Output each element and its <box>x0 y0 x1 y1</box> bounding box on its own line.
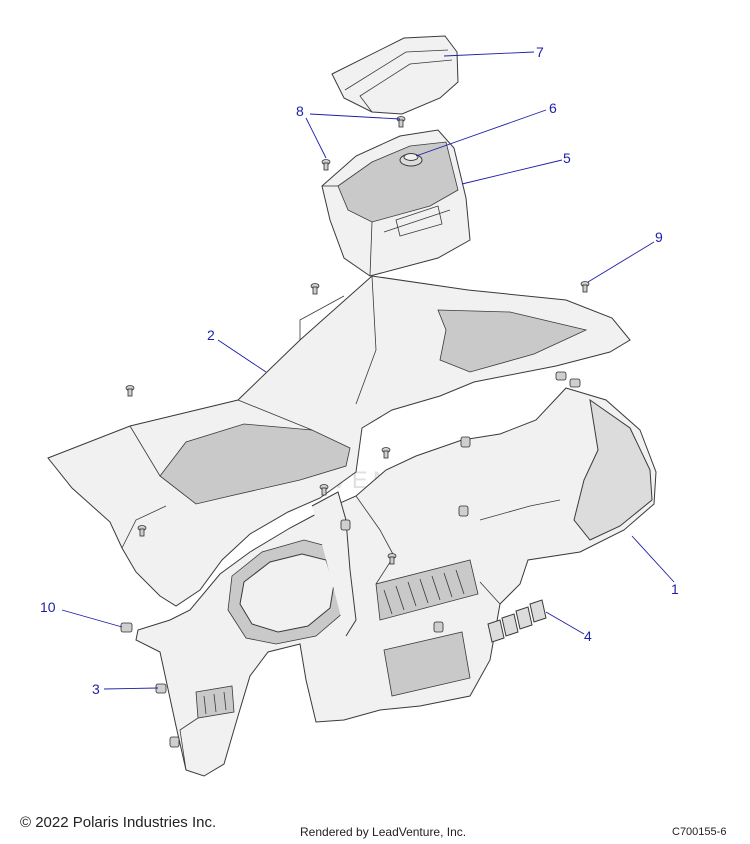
callout-10: 10 <box>40 599 56 615</box>
callouts: 1 2 3 4 5 6 7 8 9 10 <box>40 44 679 697</box>
callout-5: 5 <box>563 150 571 166</box>
part-4-vent-inserts <box>487 599 547 643</box>
callout-9: 9 <box>655 229 663 245</box>
callout-2: 2 <box>207 327 215 343</box>
screw-8b <box>321 159 331 171</box>
screw-c <box>381 447 391 459</box>
screw-e <box>137 525 147 537</box>
clip-10 <box>120 622 133 633</box>
clip-g <box>169 736 180 748</box>
screw-9 <box>580 281 590 293</box>
clip-e <box>340 519 351 531</box>
fasteners <box>120 116 590 748</box>
clip-d <box>458 505 469 517</box>
callout-4: 4 <box>584 628 592 644</box>
part-6-grommet <box>399 153 423 167</box>
clip-c <box>460 436 471 448</box>
part-5-storage-bin <box>321 129 471 277</box>
clip-3 <box>155 683 167 694</box>
clip-b <box>569 378 581 388</box>
callout-1: 1 <box>671 581 679 597</box>
clip-f <box>433 621 444 633</box>
clip-a <box>555 371 567 381</box>
rendered-by-credit: Rendered by LeadVenture, Inc. <box>300 825 467 839</box>
callout-3: 3 <box>92 681 100 697</box>
drawing-code: C700155-6 <box>672 826 727 838</box>
part-2-upper-dash-panel <box>47 275 631 607</box>
part-1-lower-dash-assembly <box>135 387 657 777</box>
screw-d <box>319 484 329 496</box>
part-7-lid-cover <box>331 35 459 115</box>
leader-lines <box>61 51 675 690</box>
callout-7: 7 <box>536 44 544 60</box>
screw-8a <box>396 116 406 128</box>
callout-6: 6 <box>549 100 557 116</box>
callout-8: 8 <box>296 103 304 119</box>
screw-f <box>387 553 397 565</box>
screw-b <box>125 385 135 397</box>
screw-a <box>310 283 320 295</box>
copyright-notice: © 2022 Polaris Industries Inc. <box>20 814 217 831</box>
